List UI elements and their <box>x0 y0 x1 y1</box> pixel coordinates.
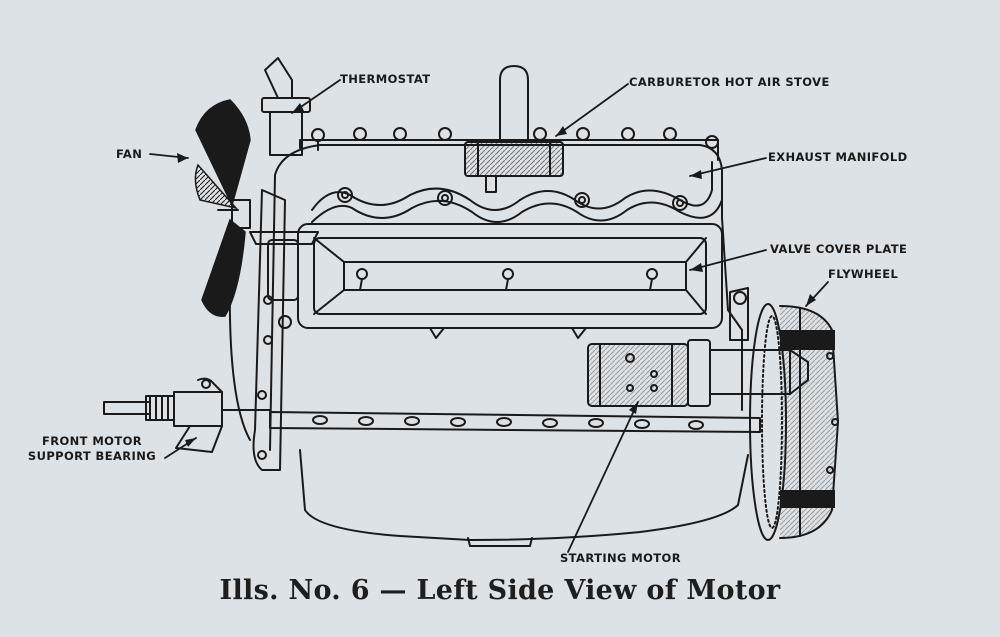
valve-cover-plate <box>297 223 723 329</box>
oil-pan <box>299 449 749 541</box>
hot-air-stove-pipe <box>499 65 529 141</box>
fan-hub <box>231 199 251 229</box>
label-fan: FAN <box>116 147 143 161</box>
label-front-line1: FRONT MOTOR <box>41 434 143 448</box>
valve-cover-studs <box>356 268 658 291</box>
timing-cover <box>252 189 286 471</box>
front-shaft <box>103 401 151 415</box>
thermostat-outlet <box>264 57 293 99</box>
front-support-bearing <box>173 391 223 427</box>
fan-blades <box>194 99 251 317</box>
leader-carburetor-stove <box>555 83 629 137</box>
exhaust-manifold <box>311 161 713 211</box>
label-valve-cover-plate: VALVE COVER PLATE <box>770 242 908 256</box>
label-flywheel: FLYWHEEL <box>828 267 899 281</box>
leader-exhaust-manifold <box>689 157 767 177</box>
label-front-motor-support-bearing: FRONT MOTOR SUPPORT BEARING <box>14 434 170 464</box>
thermostat-housing <box>261 97 311 113</box>
oil-pan-drain <box>467 537 533 547</box>
label-starting-motor: STARTING MOTOR <box>560 551 681 565</box>
label-carburetor-hot-air-stove: CARBURETOR HOT AIR STOVE <box>629 75 830 89</box>
cylinder-block <box>269 144 743 451</box>
label-thermostat: THERMOSTAT <box>340 72 431 86</box>
manifold-studs <box>337 187 688 211</box>
pan-rail <box>269 411 761 433</box>
head-bolts <box>311 127 719 149</box>
pan-rail-bolts <box>312 415 704 430</box>
water-pump <box>267 239 299 301</box>
leader-starting-motor <box>567 401 639 553</box>
leader-valve-cover <box>689 249 767 271</box>
label-front-line2: SUPPORT BEARING <box>27 449 157 463</box>
cylinder-head <box>299 139 719 161</box>
label-exhaust-manifold: EXHAUST MANIFOLD <box>768 150 908 164</box>
figure-caption: Ills. No. 6 — Left Side View of Motor <box>219 575 781 606</box>
